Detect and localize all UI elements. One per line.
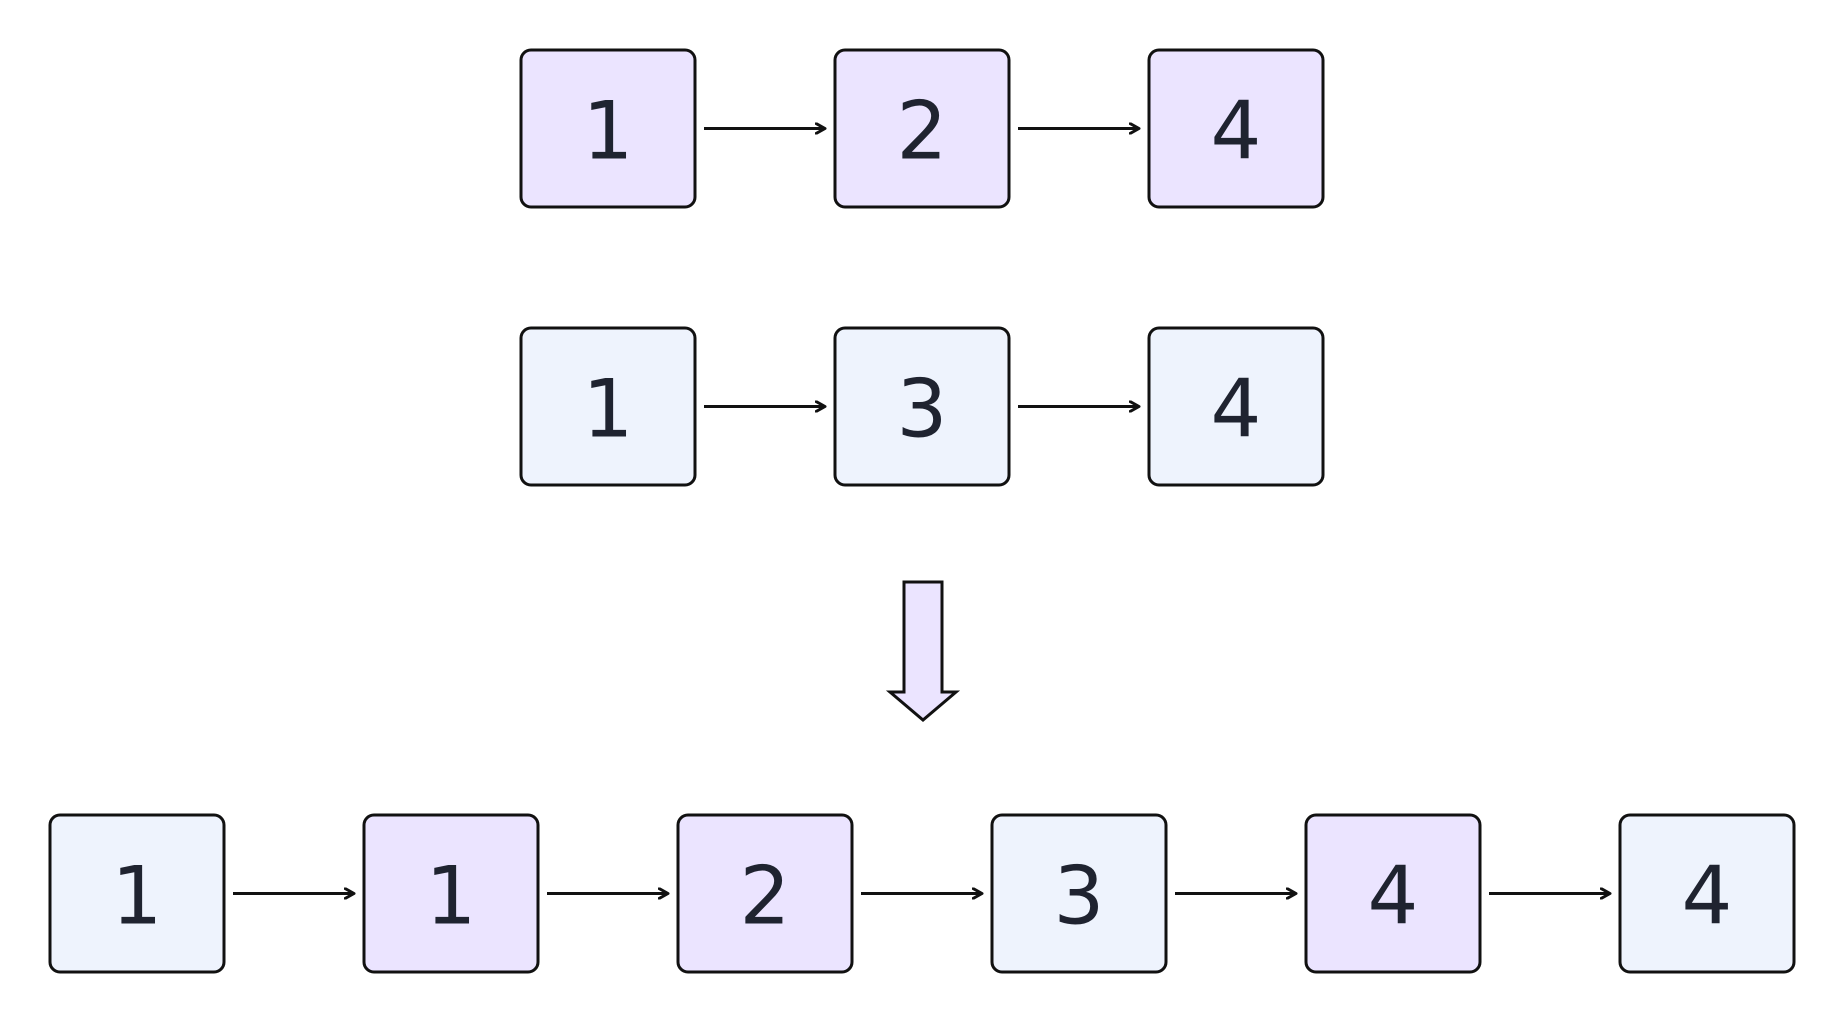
merged-node-box [1618, 813, 1796, 974]
merge-down-arrow [885, 580, 961, 722]
list_a-node-box [519, 48, 697, 209]
list_b-node-box [519, 326, 697, 487]
list_b-node-box [833, 326, 1011, 487]
merged-node-value: 2 [740, 850, 791, 943]
list-b-row: 1 3 4 [519, 326, 1325, 487]
merged-node-box [48, 813, 226, 974]
list_a-node-value: 4 [1211, 85, 1262, 178]
merged-list-row: 1 1 2 3 4 4 [48, 813, 1796, 974]
merged-node-value: 4 [1682, 850, 1733, 943]
list_a-node-value: 1 [583, 85, 634, 178]
list_a-node-box [1147, 48, 1325, 209]
down-arrow-icon [885, 580, 961, 722]
list_a-node-box [833, 48, 1011, 209]
merged-node-value: 1 [112, 850, 163, 943]
list_b-node-value: 3 [897, 363, 948, 456]
merged-node-value: 4 [1368, 850, 1419, 943]
list_a-node-value: 2 [897, 85, 948, 178]
list_b-node-value: 1 [583, 363, 634, 456]
merged-node-box [1304, 813, 1482, 974]
merged-node-value: 1 [426, 850, 477, 943]
merged-node-box [990, 813, 1168, 974]
merged-node-value: 3 [1054, 850, 1105, 943]
list_b-node-value: 4 [1211, 363, 1262, 456]
list-a-row: 1 2 4 [519, 48, 1325, 209]
merged-node-box [676, 813, 854, 974]
list_b-node-box [1147, 326, 1325, 487]
merged-node-box [362, 813, 540, 974]
